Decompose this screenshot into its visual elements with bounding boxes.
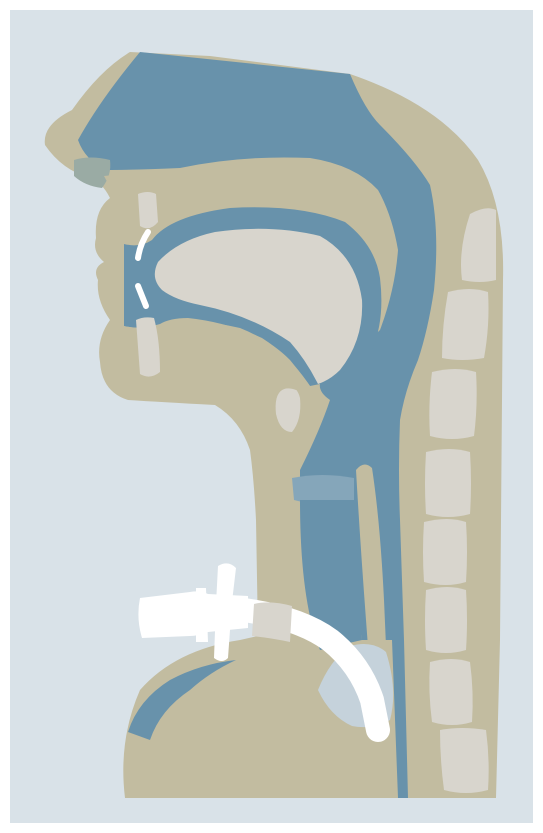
vertebra-c6 xyxy=(425,587,467,653)
glottis-band xyxy=(292,475,354,504)
tube-connector xyxy=(138,591,248,638)
vertebra-c5 xyxy=(423,519,467,585)
vertebra-t1 xyxy=(440,728,489,793)
vertebra-c3 xyxy=(429,369,476,439)
tube-tissue-band xyxy=(252,602,292,642)
upper-incisor xyxy=(138,192,158,228)
vertebra-c7 xyxy=(429,659,472,725)
nasal-vestibule xyxy=(74,158,110,189)
vertebra-c4 xyxy=(425,449,471,517)
tube-connector-ridge xyxy=(196,588,208,642)
vertebra-c2 xyxy=(442,289,489,360)
